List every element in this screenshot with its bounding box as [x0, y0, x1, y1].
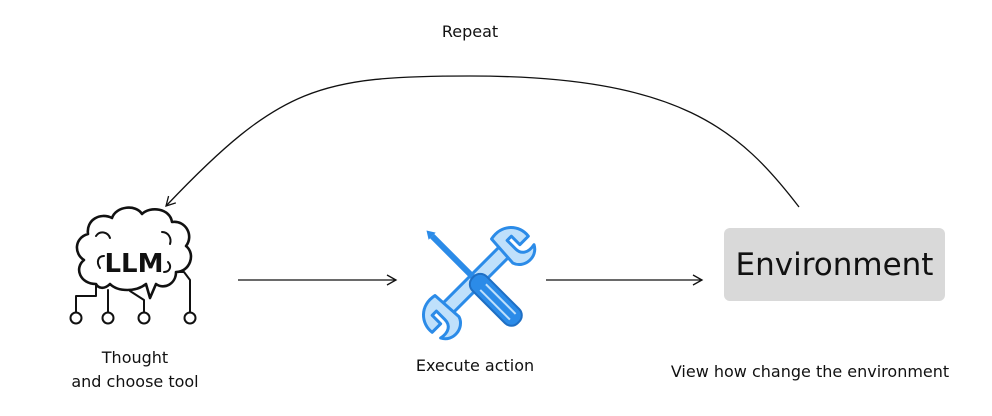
environment-caption: View how change the environment: [670, 362, 950, 381]
tool-caption: Execute action: [415, 356, 535, 375]
llm-badge-text: LLM: [104, 249, 163, 279]
repeat-label: Repeat: [441, 22, 499, 41]
environment-box: Environment: [724, 228, 945, 301]
environment-label: Environment: [735, 246, 934, 283]
brain-circuit-icon: [69, 206, 197, 325]
repeat-loop-arrow: [165, 75, 800, 208]
llm-caption-line1: Thought: [101, 348, 169, 367]
llm-caption-line2: and choose tool: [71, 372, 199, 391]
llm-caption: Thought and choose tool: [40, 346, 230, 394]
wrench-screwdriver-icon: [422, 226, 537, 341]
